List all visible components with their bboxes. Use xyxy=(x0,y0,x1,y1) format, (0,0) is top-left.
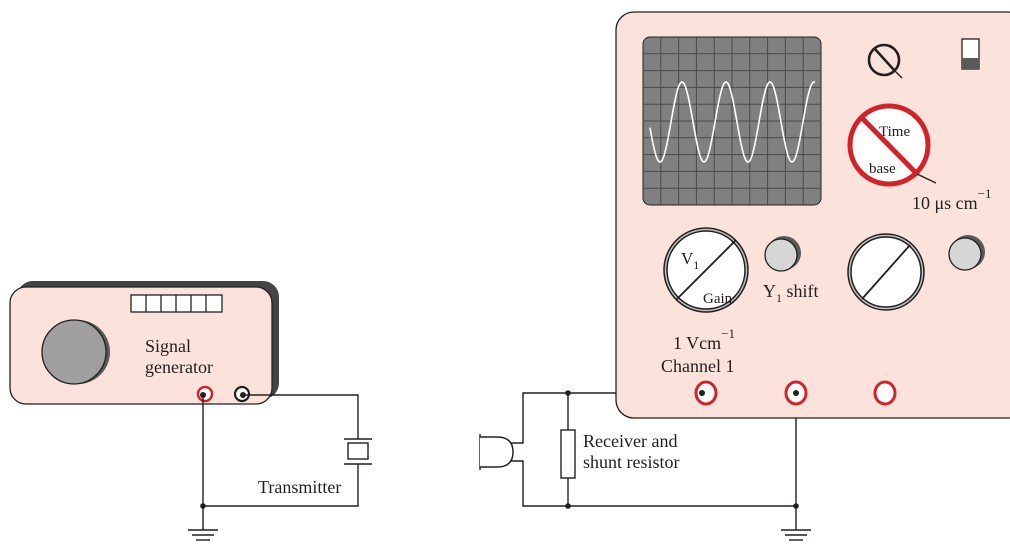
generator-wiring xyxy=(202,394,359,530)
ground-symbol xyxy=(188,529,218,541)
channel-label: Channel 1 xyxy=(661,356,735,376)
power-knob[interactable] xyxy=(867,43,903,79)
signal-generator: Signal generator xyxy=(9,281,279,405)
frequency-knob[interactable] xyxy=(41,319,110,385)
waveform-trace xyxy=(649,81,816,163)
gain-knob[interactable] xyxy=(663,227,749,313)
transmitter-crystal xyxy=(344,438,372,465)
junction-dot xyxy=(565,503,571,509)
junction-dot xyxy=(200,503,206,509)
channel-2-gain-knob[interactable] xyxy=(847,233,925,311)
oscilloscope-screen xyxy=(642,36,822,206)
frequency-display xyxy=(130,294,223,313)
junction-dot xyxy=(565,390,571,396)
timebase-label-2: base xyxy=(869,161,896,177)
junction-dot xyxy=(793,503,799,509)
ground-symbol xyxy=(781,529,811,541)
gain-knob-label-2: Gain xyxy=(703,291,733,307)
gain-knob-label: V1 xyxy=(681,249,699,272)
oscilloscope: Time base 10 μs cm−1 V1 Gain 1 Vcm−1 Cha… xyxy=(615,11,1010,419)
power-switch[interactable] xyxy=(961,38,980,70)
timebase-knob[interactable] xyxy=(847,103,937,187)
generator-terminal-1[interactable] xyxy=(196,385,214,403)
y-shift-knob[interactable] xyxy=(764,236,801,272)
channel-2-input-terminal[interactable] xyxy=(873,380,897,406)
gain-setting: 1 Vcm−1 xyxy=(673,326,735,353)
channel-2-shift-knob[interactable] xyxy=(948,235,985,271)
receiver-label-1: Receiver and xyxy=(583,431,677,451)
receiver-microphone xyxy=(479,434,514,470)
ground-input-terminal[interactable] xyxy=(784,380,808,406)
shunt-resistor xyxy=(560,429,576,479)
y-shift-label: Y1 shift xyxy=(763,281,819,305)
generator-terminal-2[interactable] xyxy=(233,385,251,403)
transmitter-label: Transmitter xyxy=(258,477,341,497)
signal-generator-label-1: Signal xyxy=(145,336,191,356)
signal-generator-label-2: generator xyxy=(145,357,213,377)
timebase-label-1: Time xyxy=(879,124,910,140)
receiver-label-2: shunt resistor xyxy=(583,452,680,472)
timebase-setting: 10 μs cm−1 xyxy=(912,186,992,213)
channel-1-input-terminal[interactable] xyxy=(694,380,718,406)
